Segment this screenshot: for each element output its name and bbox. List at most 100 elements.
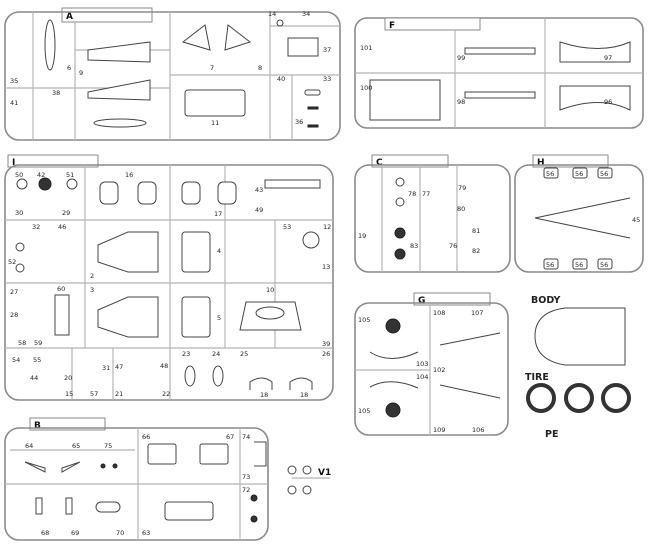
part-7 (181, 24, 211, 51)
part-number-label: 56 (546, 170, 554, 178)
part-37 (287, 37, 319, 57)
sprue-c: C 78 77 79 80 19 83 76 81 82 (354, 154, 511, 273)
part-97 (559, 41, 631, 63)
tire-1 (526, 383, 556, 413)
part-number-label: 23 (182, 350, 190, 358)
part-number-label: 46 (58, 223, 66, 231)
part-number-label: 6 (67, 64, 71, 72)
sprue-g-frame (354, 302, 509, 436)
part-number-label: 83 (410, 242, 418, 250)
part-number-label: 52 (8, 258, 16, 266)
part-96 (559, 85, 631, 111)
part-number-label: 22 (162, 390, 170, 398)
part-number-label: 8 (258, 64, 262, 72)
part-number-label: 101 (360, 44, 372, 52)
part-number-label: 82 (472, 247, 480, 255)
part-number-label: 9 (79, 69, 83, 77)
part-number-label: 56 (575, 261, 583, 269)
part-number-label: 58 (18, 339, 26, 347)
part-number-label: 41 (10, 99, 18, 107)
part-number-label: 55 (33, 356, 41, 364)
part-number-label: 65 (72, 442, 80, 450)
part-number-label: 25 (240, 350, 248, 358)
part-number-label: 42 (37, 171, 45, 179)
part-number-label: 43 (255, 186, 263, 194)
part-number-label: 97 (604, 54, 612, 62)
part-number-label: 59 (34, 339, 42, 347)
part-number-label: 72 (242, 486, 250, 494)
part-number-label: 40 (277, 75, 285, 83)
part-number-label: 24 (212, 350, 220, 358)
tire-2 (564, 383, 594, 413)
tire-label: TIRE (525, 372, 549, 383)
tire-3 (601, 383, 631, 413)
part-number-label: 80 (457, 205, 465, 213)
part-number-label: 56 (546, 261, 554, 269)
part-8 (224, 24, 252, 51)
part-number-label: 27 (10, 288, 18, 296)
sprue-c-title: C (376, 158, 383, 168)
sprue-a-tag (61, 7, 153, 23)
part-9-upper (87, 41, 151, 63)
part-2 (97, 231, 159, 273)
part-number-label: 30 (15, 209, 23, 217)
part-number-label: 56 (600, 170, 608, 178)
part-number-label: 19 (358, 232, 366, 240)
part-number-label: 54 (12, 356, 20, 364)
part-number-label: 102 (433, 366, 445, 374)
part-number-label: 78 (408, 190, 416, 198)
part-number-label: 36 (295, 118, 303, 126)
sprue-g: G 105 108 107 103 102 104 105 109 106 (354, 292, 509, 436)
part-9-lower (87, 79, 151, 101)
sprue-a-labels: 35 41 38 6 9 7 8 11 14 34 37 40 33 36 (10, 10, 331, 127)
part-6 (44, 19, 56, 71)
part-99 (464, 47, 536, 55)
part-number-label: 67 (226, 433, 234, 441)
body-part (534, 307, 626, 366)
part-number-label: 15 (65, 390, 73, 398)
sprue-c-frame (354, 164, 511, 273)
part-number-label: 28 (10, 311, 18, 319)
sprue-a-frame (4, 11, 341, 141)
part-number-label: 73 (242, 473, 250, 481)
sprue-i-title: I (12, 158, 15, 168)
sprue-i-labels: 50 42 51 16 30 29 17 43 49 32 46 53 12 5… (8, 171, 331, 399)
part-number-label: 7 (210, 64, 214, 72)
sprue-v1: V1 (287, 465, 331, 495)
part-number-label: 99 (457, 54, 465, 62)
part-number-label: 64 (25, 442, 33, 450)
sprue-a-title: A (66, 12, 73, 22)
sprue-h: H 56 56 56 56 56 56 45 (514, 154, 644, 273)
part-number-label: 75 (104, 442, 112, 450)
part-number-label: 14 (268, 10, 276, 18)
part-16a (99, 181, 119, 205)
part-number-label: 69 (71, 529, 79, 537)
part-number-label: 13 (322, 263, 330, 271)
part-number-label: 66 (142, 433, 150, 441)
part-number-label: 100 (360, 84, 372, 92)
sprue-b-title: B (34, 421, 41, 431)
part-number-label: 11 (211, 119, 219, 127)
sprue-f: F 101 100 99 98 97 96 (354, 17, 644, 129)
part-number-label: 108 (433, 309, 445, 317)
part-number-label: 17 (214, 210, 222, 218)
part-number-label: 48 (160, 362, 168, 370)
part-number-label: 12 (323, 223, 331, 231)
part-number-label: 77 (422, 190, 430, 198)
part-100 (369, 79, 441, 121)
part-11 (184, 89, 246, 117)
part-number-label: 29 (62, 209, 70, 217)
part-number-label: 56 (575, 170, 583, 178)
part-number-label: 56 (600, 261, 608, 269)
part-number-label: 26 (322, 350, 330, 358)
sprue-f-title: F (389, 21, 395, 31)
part-number-label: 37 (323, 46, 331, 54)
part-number-label: 18 (260, 391, 268, 399)
part-number-label: 68 (41, 529, 49, 537)
part-number-label: 44 (30, 374, 38, 382)
part-5 (181, 296, 211, 338)
part-number-label: 104 (416, 373, 428, 381)
sprue-v1-title: V1 (318, 468, 331, 478)
